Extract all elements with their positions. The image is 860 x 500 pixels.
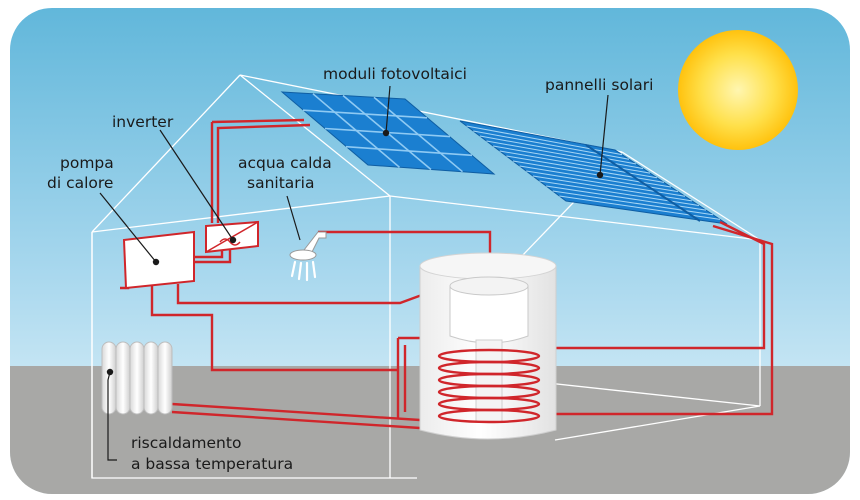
label-heating-line1: riscaldamento: [131, 434, 241, 452]
radiator-column: [157, 341, 173, 415]
label-heating-line2: a bassa temperatura: [131, 455, 293, 473]
radiator-column: [129, 341, 145, 415]
heating-coil: [437, 408, 541, 424]
radiator-column: [115, 341, 131, 415]
heat-pump-unit: [122, 230, 195, 290]
leader-lines: [99, 85, 609, 461]
storage-tank: [419, 252, 557, 440]
house-outline: [91, 74, 761, 479]
label-hot-water-line1: acqua calda: [238, 154, 332, 172]
label-hot-water-line2: sanitaria: [247, 174, 314, 192]
leader-dots: [106, 129, 604, 376]
label-heat-pump-line2: di calore: [47, 174, 113, 192]
label-inverter: inverter: [112, 113, 174, 131]
hot-water-tap-icon: [289, 231, 327, 282]
solar-thermal-panels: [459, 120, 728, 225]
label-solar-panels: pannelli solari: [545, 76, 653, 94]
radiator: [101, 341, 173, 415]
sun-icon: [678, 30, 798, 150]
label-heat-pump-line1: pompa: [60, 154, 114, 172]
pv-cable: [216, 123, 311, 223]
radiator-column: [143, 341, 159, 415]
label-photovoltaic: moduli fotovoltaici: [323, 65, 467, 83]
